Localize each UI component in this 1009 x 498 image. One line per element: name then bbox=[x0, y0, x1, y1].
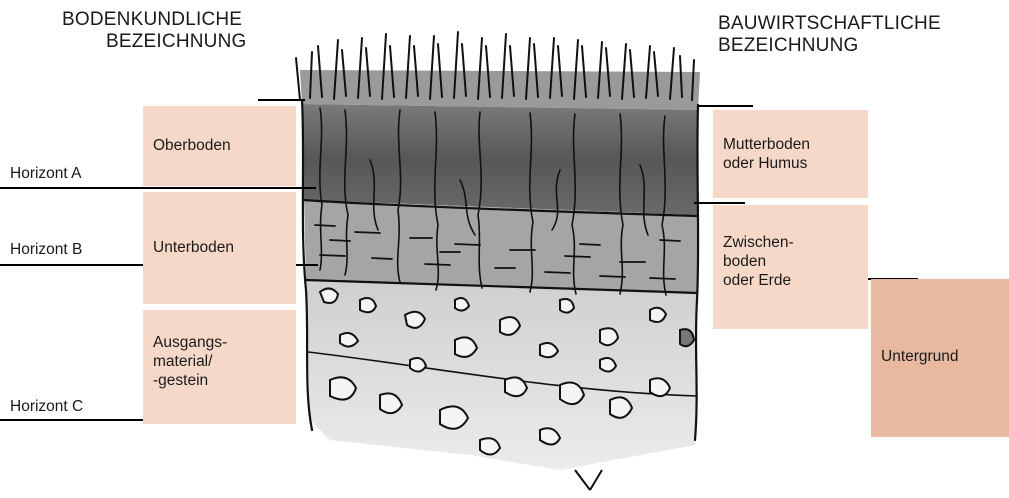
mutterboden-line-1: Mutterboden bbox=[723, 135, 858, 154]
box-mutterboden: Mutterboden oder Humus bbox=[713, 110, 868, 198]
horizon-b-label: Horizont B bbox=[10, 241, 82, 259]
box-zwischenboden: Zwischen- boden oder Erde bbox=[713, 205, 868, 329]
right-heading-line-1: BAUWIRTSCHAFTLICHE bbox=[718, 13, 941, 35]
mutterboden-line-2: oder Humus bbox=[723, 154, 858, 173]
untergrund-label: Untergrund bbox=[881, 347, 999, 366]
left-heading-line-2: BEZEICHNUNG bbox=[62, 31, 247, 53]
zwischen-line-3: oder Erde bbox=[723, 271, 858, 290]
topsoil-layer bbox=[302, 104, 698, 215]
right-heading-line-2: BEZEICHNUNG bbox=[718, 35, 941, 57]
horizon-a-label: Horizont A bbox=[10, 165, 82, 183]
ausgang-line-1: Ausgangs- bbox=[153, 333, 286, 352]
ausgang-line-2: material/ bbox=[153, 352, 286, 371]
zwischen-line-1: Zwischen- bbox=[723, 233, 858, 252]
oberboden-label: Oberboden bbox=[153, 136, 286, 155]
ausgang-line-3: -gestein bbox=[153, 371, 286, 390]
unterboden-label: Unterboden bbox=[153, 238, 286, 257]
box-oberboden: Oberboden bbox=[143, 106, 296, 186]
left-heading-line-1: BODENKUNDLICHE bbox=[62, 9, 247, 31]
zwischen-line-2: boden bbox=[723, 252, 858, 271]
horizon-c-label: Horizont C bbox=[10, 398, 83, 416]
box-untergrund: Untergrund bbox=[871, 279, 1009, 437]
box-ausgangsmaterial: Ausgangs- material/ -gestein bbox=[143, 310, 296, 424]
left-column-heading: BODENKUNDLICHE BEZEICHNUNG bbox=[62, 9, 247, 53]
box-unterboden: Unterboden bbox=[143, 192, 296, 304]
right-column-heading: BAUWIRTSCHAFTLICHE BEZEICHNUNG bbox=[718, 13, 941, 57]
